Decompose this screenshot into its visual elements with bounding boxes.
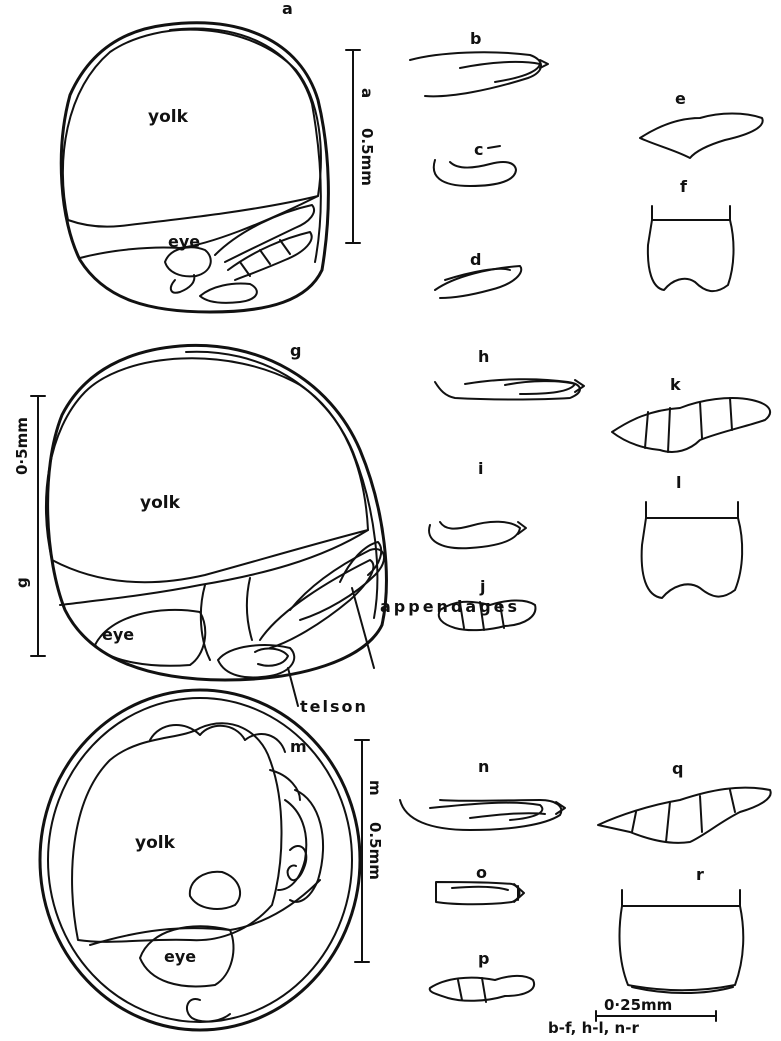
panel-letter-b: b: [470, 29, 481, 48]
panel-letter-a: a: [282, 0, 293, 18]
panel-letter-r: r: [696, 865, 704, 884]
appendage-i: [429, 522, 520, 549]
panel-m: m yolk eye m 0.5mm: [40, 690, 384, 1030]
embryo-a-limb-1: [171, 275, 195, 293]
telson-g-inner: [255, 649, 288, 666]
pointer-c: [488, 146, 500, 148]
egg-g-inner: [186, 352, 377, 618]
panel-d: d: [435, 250, 521, 298]
panel-letter-i: i: [478, 459, 483, 478]
telson-r: [620, 906, 744, 990]
panel-k: k: [612, 375, 770, 452]
embryo-m-inner-oval: [190, 872, 240, 909]
egg-a-outline: [61, 23, 328, 312]
appendage-c: [434, 160, 516, 186]
scale-bar-g-letter: g: [13, 577, 31, 588]
panel-c: c: [434, 140, 516, 186]
scale-bar-g-length: 0·5mm: [13, 417, 31, 475]
panel-e: e: [640, 89, 763, 158]
panel-l: l: [642, 473, 743, 598]
panel-b: b: [410, 29, 548, 96]
panel-r: r 0·25mm b-f, h-l, n-r: [548, 865, 743, 1037]
appendage-q: [598, 788, 771, 843]
panel-o: o: [436, 863, 524, 904]
scale-bar-a-length: 0.5mm: [358, 128, 376, 186]
telson-f: [648, 220, 734, 291]
scale-bar-a-letter: a: [358, 88, 376, 98]
telson-l: [642, 518, 743, 598]
egg-g-outline: [48, 345, 387, 680]
panel-a: a yolk eye a 0.5mm: [61, 0, 376, 312]
telson-label: telson: [300, 697, 368, 716]
small-scale-length: 0·25mm: [604, 996, 672, 1014]
eye-label-g: eye: [102, 625, 134, 644]
panel-letter-h: h: [478, 347, 489, 366]
panel-i: i: [429, 459, 526, 548]
embryo-m-band: [90, 880, 320, 945]
appendage-e: [640, 114, 763, 159]
panel-letter-c: c: [474, 140, 483, 159]
eye-label-m: eye: [164, 947, 196, 966]
yolk-label-g: yolk: [140, 493, 181, 513]
appendage-q-segments: [632, 790, 735, 842]
embryo-g-segment-2: [247, 578, 252, 640]
small-scale-caption: b-f, h-l, n-r: [548, 1019, 639, 1037]
panel-letter-g: g: [290, 341, 301, 360]
embryo-a-limb-2: [200, 284, 257, 303]
appendage-n-inner: [430, 803, 542, 820]
panel-q: q: [598, 759, 771, 843]
appendage-k: [612, 398, 770, 452]
panel-letter-k: k: [670, 375, 681, 394]
panel-h: h: [435, 347, 584, 400]
panel-letter-q: q: [672, 759, 683, 778]
panel-p: p: [430, 949, 534, 1002]
appendage-o-inner: [452, 887, 508, 890]
yolk-a: [63, 30, 321, 227]
telson-m: [187, 999, 230, 1021]
panel-letter-o: o: [476, 863, 487, 882]
appendage-d-inner: [445, 269, 510, 280]
panel-n: n: [400, 757, 565, 830]
eye-a: [165, 247, 211, 276]
appendage-p-segments: [458, 978, 486, 1002]
yolk-m: [72, 723, 281, 942]
appendage-k-segments: [645, 398, 732, 452]
appendage-o: [436, 882, 520, 904]
panel-letter-p: p: [478, 949, 489, 968]
appendage-h-inner: [505, 381, 575, 394]
panel-g: g yolk eye appendages telson 0·5mm g: [13, 341, 520, 716]
embryo-g-band: [60, 530, 368, 605]
yolk-label-a: yolk: [148, 107, 189, 127]
panel-letter-j: j: [479, 577, 485, 596]
panel-letter-l: l: [676, 473, 681, 492]
appendages-pointer: [352, 588, 374, 668]
yolk-label-m: yolk: [135, 833, 176, 853]
panel-letter-m: m: [290, 737, 307, 756]
eye-label-a: eye: [168, 232, 200, 251]
appendages-label: appendages: [380, 597, 520, 616]
panel-letter-f: f: [680, 177, 688, 196]
scale-bar-m-length: 0.5mm: [366, 822, 384, 880]
panel-letter-e: e: [675, 89, 686, 108]
scale-bar-m-letter: m: [366, 780, 384, 796]
egg-m-outline: [40, 690, 360, 1030]
appendage-b-outer: [410, 52, 541, 96]
panel-j: j: [439, 577, 536, 630]
panel-letter-d: d: [470, 250, 481, 269]
panel-f: f: [648, 177, 734, 291]
panel-letter-n: n: [478, 757, 489, 776]
